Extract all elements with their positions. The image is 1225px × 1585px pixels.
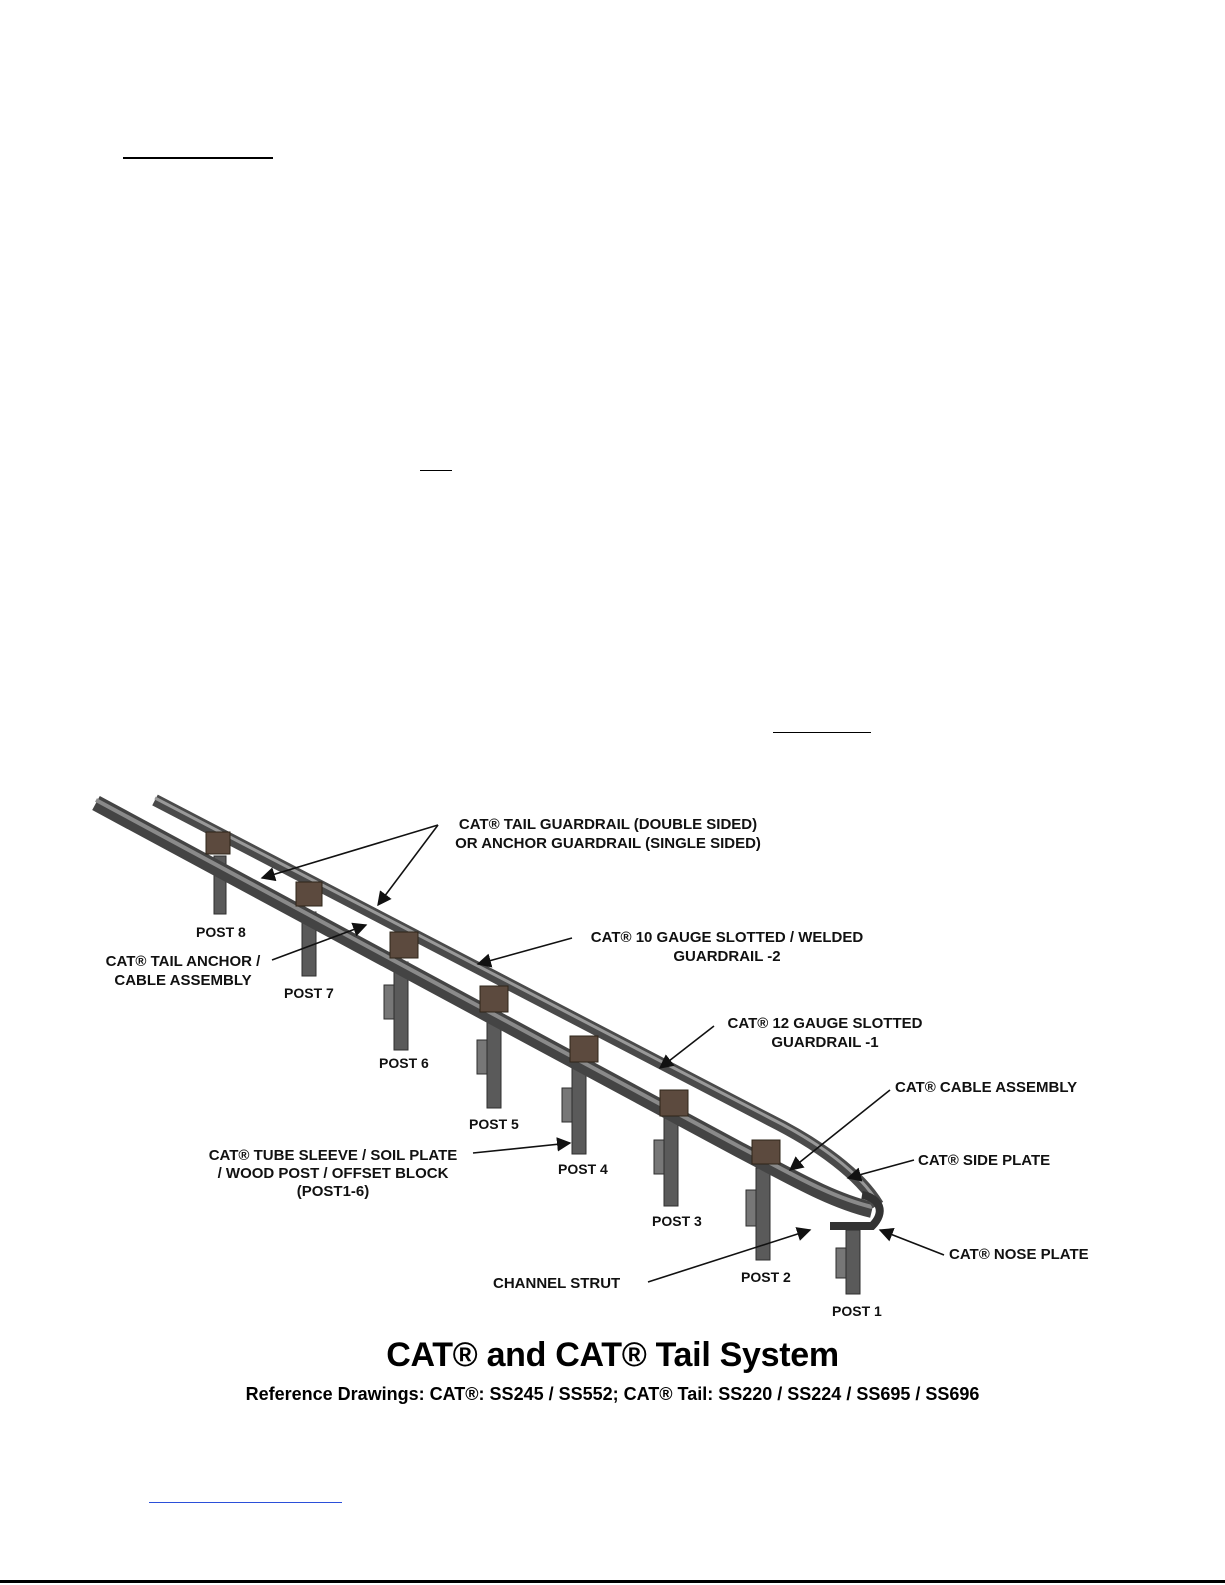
rails-group (92, 794, 884, 1230)
label-channel-strut: CHANNEL STRUT (493, 1275, 620, 1292)
post-3 (663, 1117, 679, 1207)
posts-group (213, 855, 861, 1295)
text-underline (773, 732, 871, 733)
label-tail-anchor: CAT® TAIL ANCHOR / (106, 953, 261, 970)
label-twelve-gauge-guardrail: CAT® 12 GAUGE SLOTTED (728, 1015, 923, 1032)
post-5 (486, 1017, 502, 1109)
label-tube-sleeve: (POST1-6) (297, 1183, 370, 1200)
heading-underline (123, 157, 273, 159)
figure-title: CAT® and CAT® Tail System (386, 1336, 839, 1374)
link-underline[interactable] (149, 1502, 342, 1503)
post-4 (571, 1065, 587, 1155)
label-post-3: POST 3 (652, 1213, 702, 1229)
label-ten-gauge-guardrail: CAT® 10 GAUGE SLOTTED / WELDED (591, 929, 864, 946)
label-post-6: POST 6 (379, 1055, 429, 1071)
label-twelve-gauge-guardrail: GUARDRAIL -1 (771, 1034, 878, 1051)
label-tail-guardrail: CAT® TAIL GUARDRAIL (DOUBLE SIDED) (459, 816, 757, 833)
label-post-4: POST 4 (558, 1161, 608, 1177)
label-tail-anchor: CABLE ASSEMBLY (114, 972, 251, 989)
label-ten-gauge-guardrail: GUARDRAIL -2 (673, 948, 780, 965)
label-tail-guardrail: OR ANCHOR GUARDRAIL (SINGLE SIDED) (455, 835, 761, 852)
figure-reference: Reference Drawings: CAT®: SS245 / SS552;… (245, 1384, 980, 1404)
label-post-1: POST 1 (832, 1303, 882, 1319)
label-cable-assembly: CAT® CABLE ASSEMBLY (895, 1079, 1077, 1096)
post-1 (845, 1229, 861, 1295)
label-post-7: POST 7 (284, 985, 334, 1001)
label-nose-plate: CAT® NOSE PLATE (949, 1246, 1089, 1263)
label-post-5: POST 5 (469, 1116, 519, 1132)
label-post-2: POST 2 (741, 1269, 791, 1285)
front-rail (92, 795, 874, 1218)
blocks-group (205, 831, 781, 1165)
label-tube-sleeve: / WOOD POST / OFFSET BLOCK (218, 1165, 449, 1182)
text-underline (420, 470, 452, 471)
page-bottom-rule (0, 1580, 1225, 1583)
nose-plate-shape (830, 1191, 884, 1230)
label-side-plate: CAT® SIDE PLATE (918, 1152, 1050, 1169)
label-post-8: POST 8 (196, 924, 246, 940)
label-tube-sleeve: CAT® TUBE SLEEVE / SOIL PLATE (209, 1147, 458, 1164)
